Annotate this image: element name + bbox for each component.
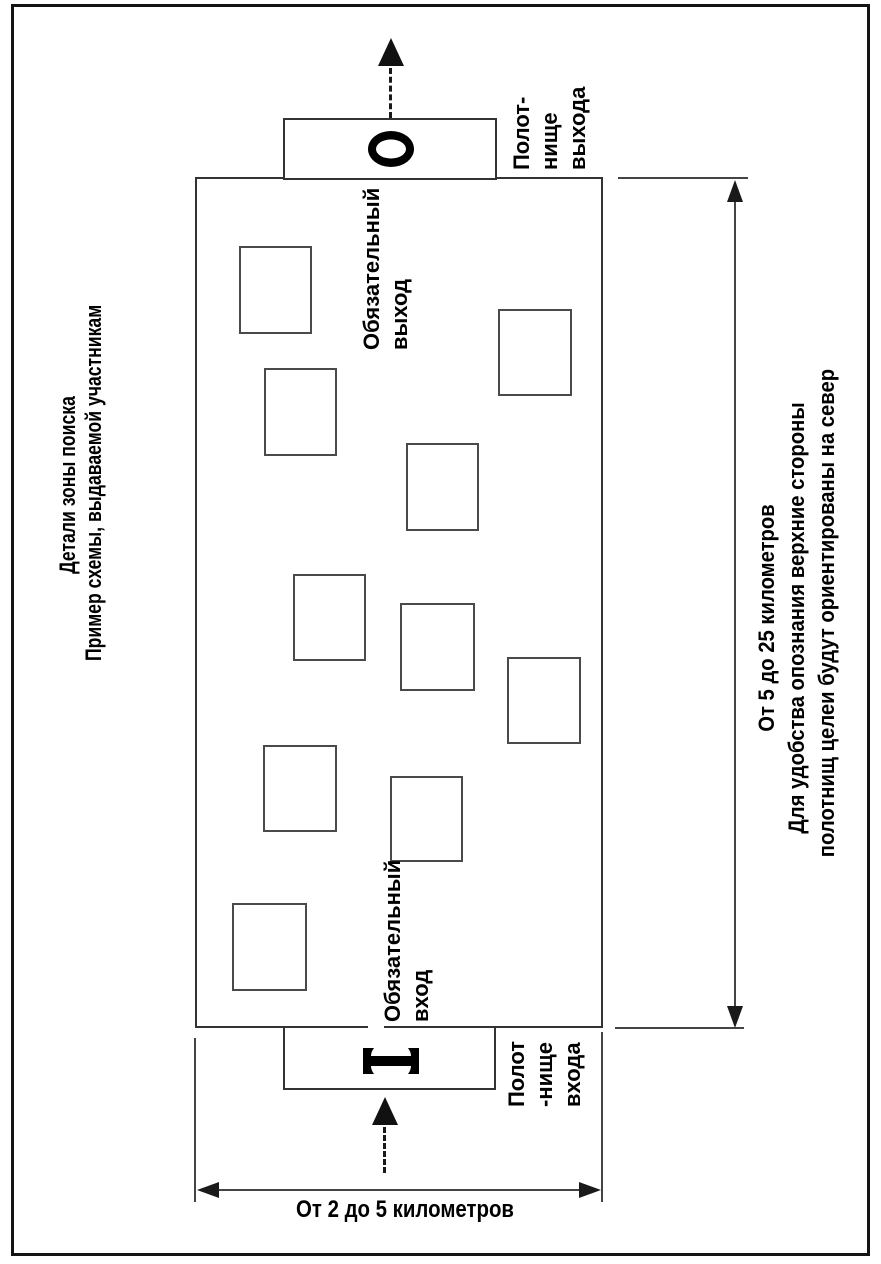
entry-point-label: Обязательный вход xyxy=(379,859,435,1022)
exit-banner-label-line: Полот- xyxy=(509,96,534,170)
height-dimension-and-note: От 5 до 25 километров Для удобства опозн… xyxy=(752,368,842,858)
target-panel xyxy=(406,443,479,531)
exit-banner xyxy=(283,118,497,180)
entry-arrow-head-icon xyxy=(372,1097,398,1125)
orientation-note-line: Для удобства опознания верхние стороны xyxy=(784,402,809,834)
width-dimension-label: От 2 до 5 километров xyxy=(296,1196,514,1223)
width-dimension-arrow-left-icon xyxy=(197,1182,219,1198)
target-panel xyxy=(507,657,581,744)
entry-banner-label-line: входа xyxy=(560,1042,585,1107)
diagram-title: Детали зоны поиска Пример схемы, выдавае… xyxy=(55,304,107,661)
target-panel xyxy=(293,574,366,661)
entry-banner xyxy=(283,1026,496,1090)
dimension-extension-left xyxy=(194,1038,196,1202)
exit-banner-label: Полот- нище выхода xyxy=(508,80,592,170)
target-panel xyxy=(264,368,337,456)
entry-point-label-line: Обязательный xyxy=(380,859,405,1022)
page-border xyxy=(11,4,870,1256)
dimension-extension-top xyxy=(618,177,748,179)
target-panel xyxy=(390,776,463,862)
height-dimension-label: От 5 до 25 километров xyxy=(754,504,779,732)
entry-banner-label-line: -нище xyxy=(532,1042,557,1107)
height-dimension-arrow-up-icon xyxy=(727,180,743,202)
exit-arrow-dashed-line xyxy=(389,68,392,118)
zone-border-gap xyxy=(368,1023,384,1029)
target-panel xyxy=(232,903,307,991)
orientation-note-line: полотнищ целеи будут ориентированы на се… xyxy=(814,368,839,858)
target-panel xyxy=(400,603,475,691)
entry-banner-label-line: Полот xyxy=(504,1040,529,1107)
height-dimension-arrow-down-icon xyxy=(727,1006,743,1028)
exit-point-label-line: Обязательный xyxy=(359,187,384,350)
entry-marker-i-icon xyxy=(363,1048,419,1074)
exit-point-label-line: выход xyxy=(387,278,412,350)
entry-arrow-dashed-line xyxy=(383,1127,386,1173)
exit-marker-o-icon xyxy=(368,131,414,167)
height-dimension-line xyxy=(734,198,736,1010)
entry-banner-label: Полот -нище входа xyxy=(503,1017,587,1107)
exit-point-label: Обязательный выход xyxy=(358,187,414,350)
width-dimension-arrow-right-icon xyxy=(579,1182,601,1198)
target-panel xyxy=(239,246,312,334)
target-panel xyxy=(263,745,337,832)
title-line-2: Пример схемы, выдаваемой участникам xyxy=(81,304,106,661)
dimension-extension-right xyxy=(601,1032,603,1202)
width-dimension-line xyxy=(215,1189,585,1191)
exit-arrow-head-icon xyxy=(378,38,404,66)
title-line-1: Детали зоны поиска xyxy=(55,396,80,574)
target-panel xyxy=(498,309,572,396)
entry-point-label-line: вход xyxy=(408,969,433,1022)
exit-banner-label-line: выхода xyxy=(565,86,590,170)
dimension-extension-bottom xyxy=(615,1027,744,1029)
exit-banner-label-line: нище xyxy=(537,112,562,170)
